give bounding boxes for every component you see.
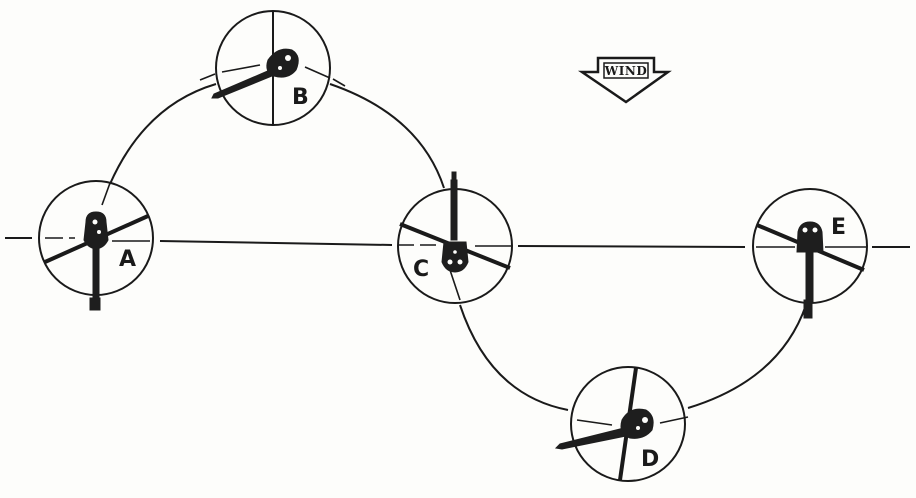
position-label-b: B xyxy=(292,85,309,110)
helicopter-icon xyxy=(554,408,654,450)
position-c: C xyxy=(397,171,513,304)
position-d: D xyxy=(554,366,689,482)
position-a: A xyxy=(38,180,154,311)
wind-label: WIND xyxy=(604,64,647,78)
position-label-a: A xyxy=(119,247,136,272)
reference-line xyxy=(5,237,910,248)
helicopter-icon xyxy=(441,171,469,273)
position-e: E xyxy=(752,188,868,319)
position-label-d: D xyxy=(641,447,659,472)
position-label-c: C xyxy=(413,257,429,282)
helicopter-icon xyxy=(83,211,109,311)
helicopter-icon xyxy=(211,48,299,99)
flight-path xyxy=(109,83,807,411)
helicopter-icon xyxy=(796,221,824,319)
wind-indicator: WIND xyxy=(577,56,672,104)
position-b: B xyxy=(199,10,346,126)
position-label-e: E xyxy=(831,215,846,240)
